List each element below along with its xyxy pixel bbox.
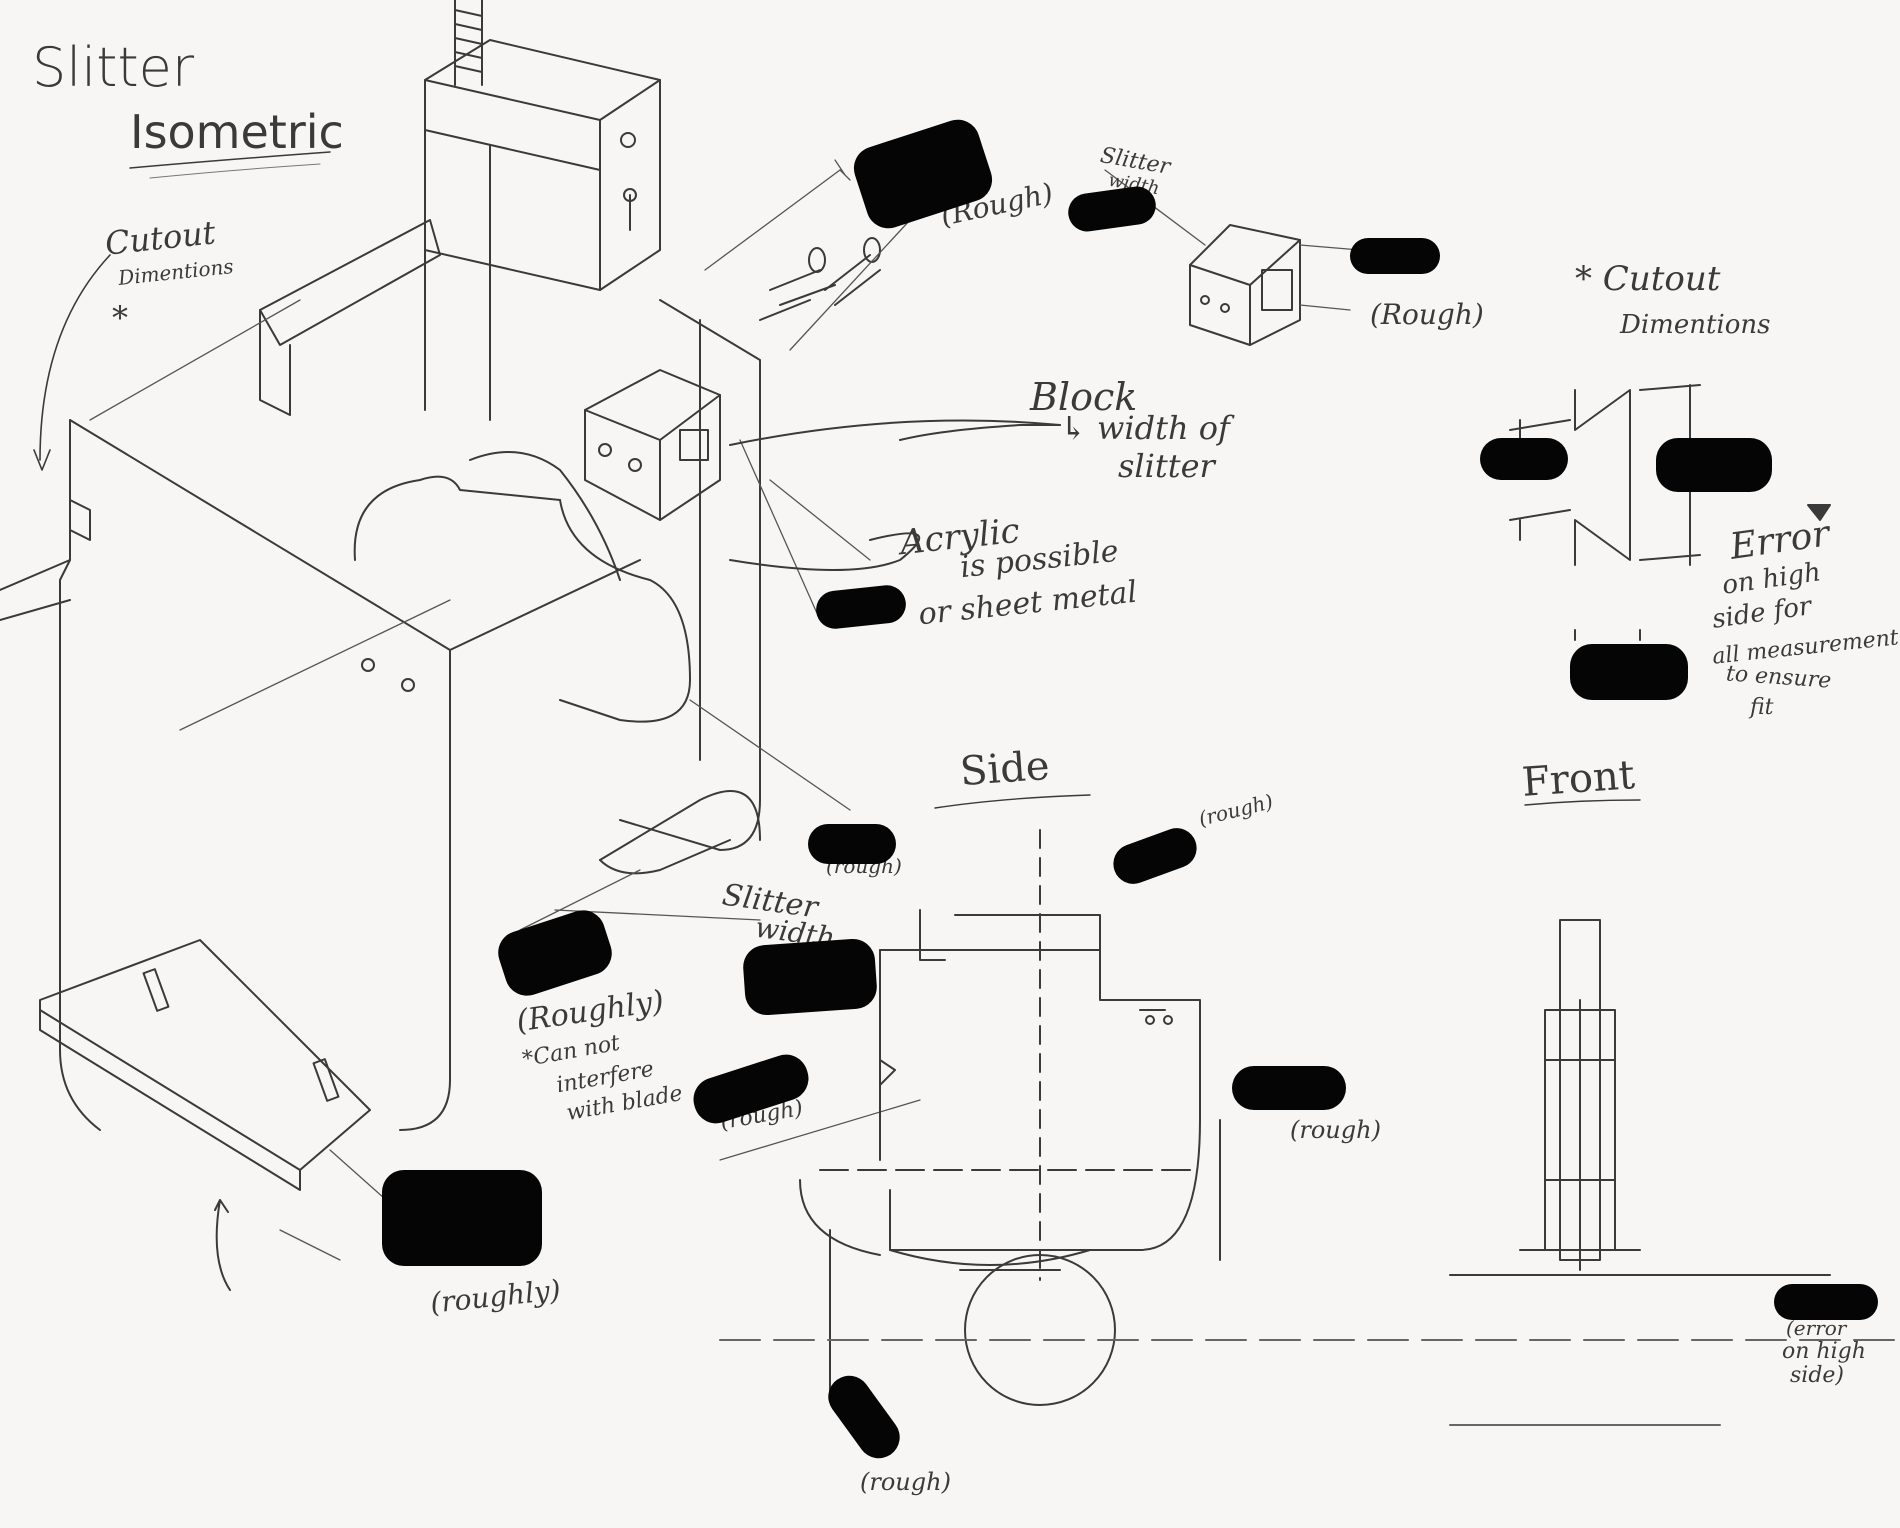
block-width-line2: slitter [1118, 447, 1215, 485]
title-line2: Isometric [130, 105, 344, 159]
block-width-line1: ↳ width of [1060, 409, 1230, 447]
rough-label-bottom: (rough) [860, 1468, 951, 1496]
error-right-line2: on high [1782, 1339, 1866, 1364]
redaction-side-right [1232, 1066, 1346, 1110]
block-label: Block [1030, 375, 1138, 419]
rough-label-top2: (Rough) [1370, 298, 1484, 331]
redaction-front-right [1774, 1284, 1878, 1320]
error-right-line1: (error [1786, 1316, 1847, 1340]
redaction-cutout-bottom [1570, 644, 1688, 700]
redaction-side-top-left [808, 824, 896, 864]
cutout-dims-right-line1: * Cutout [1575, 259, 1721, 299]
redaction-bottom-left [382, 1170, 542, 1266]
redaction-cutout-left [1480, 438, 1568, 480]
redaction-slitter-width-mid [741, 937, 879, 1017]
front-view-label: Front [1520, 752, 1637, 806]
redaction-cutout-right [1656, 438, 1772, 492]
cutout-dims-right-line2: Dimentions [1620, 310, 1771, 340]
rough-label-right: (rough) [1290, 1116, 1381, 1144]
title-line1: Slitter [32, 36, 195, 99]
side-view-label: Side [958, 742, 1051, 796]
redaction-top-right-tube [1350, 238, 1440, 274]
cutout-dims-star: * [112, 299, 128, 337]
error-note-line6: fit [1750, 695, 1774, 720]
error-right-line3: side) [1790, 1363, 1845, 1388]
